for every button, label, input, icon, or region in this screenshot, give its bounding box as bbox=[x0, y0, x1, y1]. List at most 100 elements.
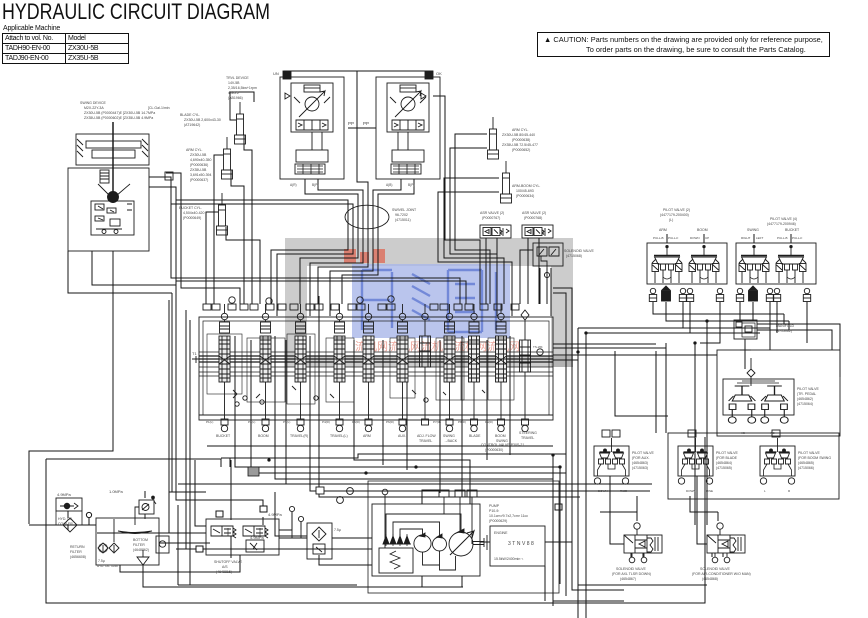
svg-text:P4(R): P4(R) bbox=[322, 420, 330, 424]
svg-text:[CL.Gal-1/min: [CL.Gal-1/min bbox=[148, 106, 170, 110]
svg-text:(AT19642): (AT19642) bbox=[184, 123, 200, 127]
svg-text:4,504x40-420: 4,504x40-420 bbox=[183, 211, 204, 215]
svg-text:(P0000767): (P0000767) bbox=[482, 216, 500, 220]
svg-text:(4654863): (4654863) bbox=[632, 461, 648, 465]
svg-text:BOOM: BOOM bbox=[697, 228, 708, 232]
svg-text:SWING DEVICE: SWING DEVICE bbox=[80, 101, 107, 105]
svg-text:B(P): B(P) bbox=[408, 183, 414, 187]
svg-text:ARM: ARM bbox=[363, 434, 371, 438]
svg-text:PULL-F: PULL-F bbox=[668, 236, 679, 240]
svg-text:PP: PP bbox=[363, 121, 369, 126]
svg-text:FILTER: FILTER bbox=[70, 550, 82, 554]
svg-text:(P0000638): (P0000638) bbox=[512, 138, 530, 142]
svg-text:DOWN: DOWN bbox=[686, 489, 696, 493]
svg-text:96-7202: 96-7202 bbox=[395, 213, 408, 217]
svg-text:PP: PP bbox=[348, 121, 354, 126]
svg-text:SWING: SWING bbox=[747, 228, 759, 232]
svg-text:(P0000629): (P0000629) bbox=[489, 519, 507, 523]
svg-text:1.0MPa: 1.0MPa bbox=[109, 489, 124, 494]
svg-text:(4715066): (4715066) bbox=[798, 466, 814, 470]
svg-text:3TNV88: 3TNV88 bbox=[508, 541, 535, 547]
svg-text:SHUTOFF VALVE: SHUTOFF VALVE bbox=[214, 560, 243, 564]
svg-text:(FOR BOOM SWING: (FOR BOOM SWING bbox=[798, 456, 831, 460]
svg-text:14V-5B: 14V-5B bbox=[228, 81, 240, 85]
svg-text:B(P): B(P) bbox=[312, 183, 318, 187]
svg-text:MANIFOLD: MANIFOLD bbox=[776, 324, 795, 328]
svg-text:ZX30U-5B (P0000447)E [ZX30U-5: ZX30U-5B (P0000447)E [ZX30U-5B 14.7MPa bbox=[84, 111, 155, 115]
svg-text:(P0000636): (P0000636) bbox=[190, 163, 208, 167]
svg-text:ZX35U-5B: ZX35U-5B bbox=[190, 168, 207, 172]
svg-text:(4477179-200946): (4477179-200946) bbox=[767, 222, 796, 226]
svg-text:M2X-22Y-3A: M2X-22Y-3A bbox=[84, 106, 104, 110]
svg-text:P2(L): P2(L) bbox=[248, 420, 255, 424]
svg-text:PILOT VALVE: PILOT VALVE bbox=[797, 387, 819, 391]
svg-text:TRAVEL(R): TRAVEL(R) bbox=[290, 434, 308, 438]
svg-text:ZX35U-5B (P0000602)E [ZX35U-5: ZX35U-5B (P0000602)E [ZX35U-5B 4.9MPa bbox=[84, 116, 153, 120]
svg-text:A/S: A/S bbox=[222, 565, 228, 569]
svg-text:4.9MPa: 4.9MPa bbox=[250, 535, 265, 540]
svg-text:(4654864): (4654864) bbox=[716, 461, 732, 465]
svg-text:(FOR AXL TLSR DOWN): (FOR AXL TLSR DOWN) bbox=[612, 572, 651, 576]
svg-text:PULL-B: PULL-B bbox=[777, 236, 788, 240]
svg-text:COOLER: COOLER bbox=[58, 522, 73, 526]
svg-text:ENGINE: ENGINE bbox=[494, 531, 508, 535]
svg-text:ASR VALVE (2): ASR VALVE (2) bbox=[522, 211, 546, 215]
svg-text:ASR VALVE (2): ASR VALVE (2) bbox=[480, 211, 504, 215]
svg-text:PILOT VALVE: PILOT VALVE bbox=[632, 451, 654, 455]
svg-text:(P0000637): (P0000637) bbox=[190, 178, 208, 182]
svg-text:P8(R): P8(R) bbox=[458, 420, 466, 424]
svg-text:(4654868): (4654868) bbox=[702, 577, 718, 581]
svg-text:ZX30U-5B: ZX30U-5B bbox=[190, 153, 207, 157]
svg-text:T1: T1 bbox=[192, 351, 197, 356]
svg-text:ZX30U-5B 2,600x43-30: ZX30U-5B 2,600x43-30 bbox=[184, 118, 221, 122]
svg-text:BOOM: BOOM bbox=[258, 434, 269, 438]
svg-text:SWIVEL JOINT: SWIVEL JOINT bbox=[392, 208, 417, 212]
svg-text:TRVL DEVICE: TRVL DEVICE bbox=[226, 76, 249, 80]
svg-text:(P0000768): (P0000768) bbox=[524, 216, 542, 220]
svg-text:(P0000634): (P0000634) bbox=[516, 194, 534, 198]
svg-text:BLADE: BLADE bbox=[469, 434, 481, 438]
svg-text:(4715064): (4715064) bbox=[797, 402, 813, 406]
svg-text:(4715068): (4715068) bbox=[566, 254, 582, 258]
svg-text:(4654865): (4654865) bbox=[798, 461, 814, 465]
svg-text:BUCKET CYL.: BUCKET CYL. bbox=[179, 206, 202, 210]
svg-text:(L): (L) bbox=[669, 218, 673, 222]
svg-text:(4715065): (4715065) bbox=[716, 466, 732, 470]
svg-text:→BACK: →BACK bbox=[444, 439, 458, 443]
svg-text:SWING: SWING bbox=[496, 439, 508, 443]
svg-text:ARM-BOOM CYL.: ARM-BOOM CYL. bbox=[512, 184, 540, 188]
svg-text:AUX.: AUX. bbox=[398, 434, 406, 438]
svg-text:P7(R): P7(R) bbox=[433, 420, 441, 424]
svg-text:ARM: ARM bbox=[659, 228, 667, 232]
svg-text:(4477179-200400): (4477179-200400) bbox=[660, 213, 689, 217]
svg-text:(FOR BLADE: (FOR BLADE bbox=[716, 456, 738, 460]
svg-text:PILOT VALVE: PILOT VALVE bbox=[716, 451, 738, 455]
svg-text:PILOT VALVE (4): PILOT VALVE (4) bbox=[770, 217, 797, 221]
svg-text:(4648862): (4648862) bbox=[133, 548, 149, 552]
svg-text:4-M5.2: 4-M5.2 bbox=[228, 91, 239, 95]
svg-text:UN: UN bbox=[273, 71, 279, 76]
svg-text:(FOR AUX.: (FOR AUX. bbox=[632, 456, 650, 460]
svg-text:ARM CYL.: ARM CYL. bbox=[512, 128, 529, 132]
svg-text:UP: UP bbox=[705, 236, 709, 240]
svg-text:L: L bbox=[764, 489, 766, 493]
svg-text:(P0000649): (P0000649) bbox=[183, 216, 201, 220]
svg-text:BUCKET: BUCKET bbox=[216, 434, 231, 438]
svg-text:CONTROL VALVE P30S-21: CONTROL VALVE P30S-21 bbox=[481, 443, 524, 447]
svg-text:HYD. OIL TANK: HYD. OIL TANK bbox=[97, 564, 118, 568]
svg-text:AB: AB bbox=[741, 431, 745, 435]
svg-text:(4648815): (4648815) bbox=[216, 570, 232, 574]
svg-text:4.9MPa: 4.9MPa bbox=[268, 512, 283, 517]
svg-text:R: R bbox=[788, 489, 791, 493]
svg-text:PILOT VALVE: PILOT VALVE bbox=[798, 451, 820, 455]
svg-text:PULL-B: PULL-B bbox=[653, 236, 664, 240]
svg-text:(4656608): (4656608) bbox=[70, 555, 86, 559]
svg-text:(4715062): (4715062) bbox=[776, 329, 792, 333]
svg-text:SOLENOID VALVE: SOLENOID VALVE bbox=[564, 249, 594, 253]
svg-text:P9(R): P9(R) bbox=[485, 420, 493, 424]
svg-text:7.5μ: 7.5μ bbox=[98, 559, 105, 563]
svg-text:BLADE CYL.: BLADE CYL. bbox=[180, 113, 200, 117]
svg-text:TS-WK: TS-WK bbox=[533, 345, 543, 349]
svg-text:(4654862): (4654862) bbox=[797, 397, 813, 401]
svg-text:PUMP: PUMP bbox=[489, 504, 500, 508]
